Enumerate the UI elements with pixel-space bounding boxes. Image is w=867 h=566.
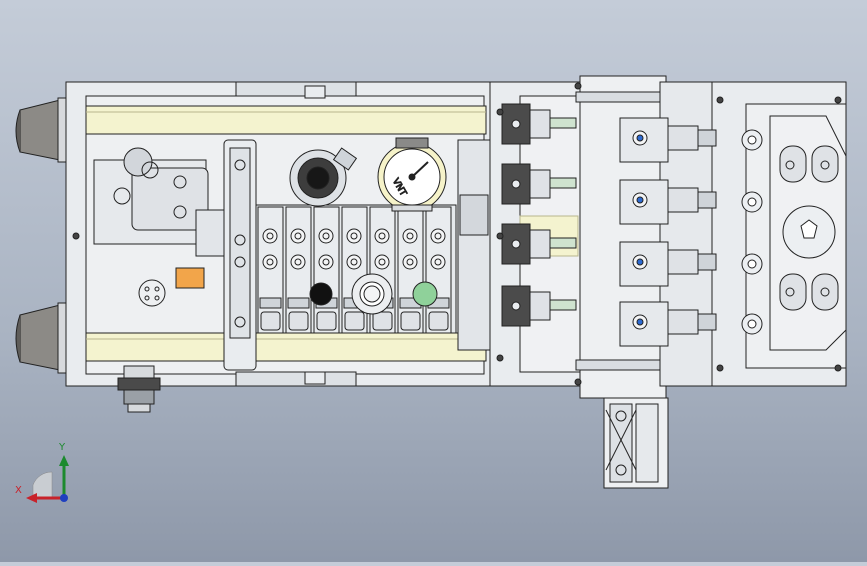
green-push-button xyxy=(412,281,438,307)
axis-y-label: Y xyxy=(59,442,66,453)
valve-station xyxy=(397,206,424,334)
slide-pocket xyxy=(501,285,577,327)
gripper-cylinder xyxy=(619,301,763,347)
slide-pocket xyxy=(501,163,577,205)
pressure-gauge xyxy=(377,137,447,212)
slide-pockets xyxy=(501,103,577,327)
muffler-fitting xyxy=(351,273,393,315)
gripper-cylinder xyxy=(619,241,763,287)
guide-rail-top xyxy=(85,105,487,135)
valve-station xyxy=(257,206,284,334)
gripper-cylinders xyxy=(619,117,763,347)
axis-x-label: X xyxy=(15,485,22,496)
gripper-cylinder xyxy=(619,179,763,225)
gripper-plate xyxy=(711,81,847,387)
bottom-port-fitting xyxy=(117,365,161,413)
lower-bracket xyxy=(603,397,669,489)
valve-station xyxy=(425,206,452,334)
valve-station xyxy=(285,206,312,334)
pressure-switch xyxy=(289,147,358,207)
frame-screws xyxy=(72,82,842,386)
axis-triad xyxy=(26,455,69,503)
left-cylinder-bottom xyxy=(15,302,69,374)
solenoid-valve-bank xyxy=(255,204,457,334)
black-push-button xyxy=(309,282,333,306)
valve-station xyxy=(341,206,368,334)
slide-pocket xyxy=(501,103,577,145)
valve-station xyxy=(313,206,340,334)
guide-rail-bottom xyxy=(85,332,487,362)
gripper-cylinder xyxy=(619,117,763,163)
left-cylinder-top xyxy=(15,97,69,163)
slide-pocket xyxy=(501,223,577,265)
